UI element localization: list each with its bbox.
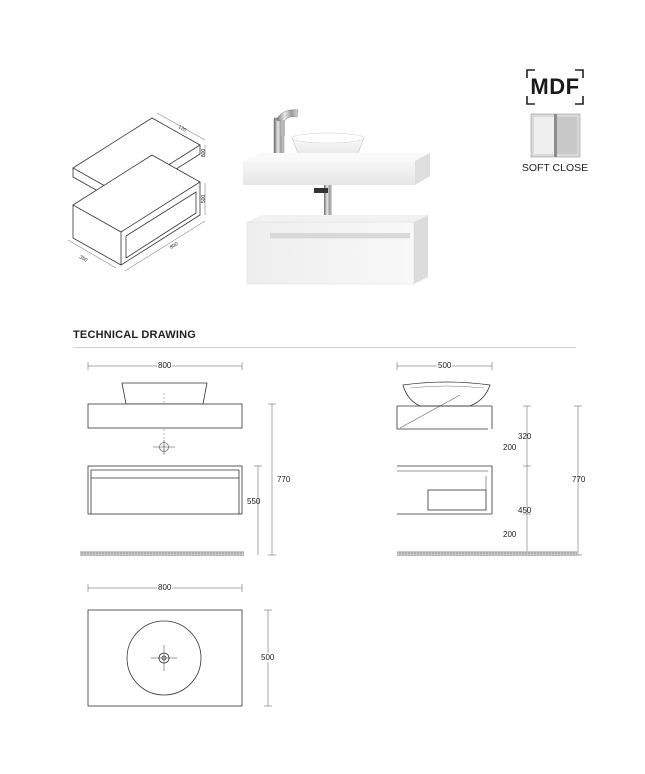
- side-floor-line: [397, 551, 577, 556]
- front-floor-line: [80, 551, 244, 556]
- faucet: [273, 109, 299, 161]
- side-dim-320-label: 320: [518, 432, 532, 441]
- front-countertop: [87, 403, 243, 429]
- isometric-line-drawing: [67, 112, 206, 272]
- front-basin-outline: [121, 382, 208, 405]
- side-depth-label: 500: [437, 361, 453, 370]
- side-basin-outline: [402, 381, 491, 407]
- soft-close-cabinet-icon: [530, 113, 581, 158]
- front-height-dimensions: [254, 403, 276, 556]
- section-title: TECHNICAL DRAWING: [73, 329, 196, 341]
- front-cabinet-height-label: 550: [247, 497, 261, 506]
- top-width-label: 800: [157, 583, 173, 592]
- side-total-height-label: 770: [572, 475, 586, 484]
- mdf-badge-label: MDF: [530, 74, 580, 99]
- top-view: [87, 584, 272, 707]
- side-view: [396, 362, 582, 556]
- top-basin-outline: [126, 620, 202, 696]
- vanity-cabinet: [246, 215, 428, 285]
- countertop-slab: [243, 153, 430, 185]
- side-dim-200a-label: 200: [503, 443, 517, 452]
- side-cabinet: [397, 465, 493, 515]
- iso-dimension-lines: [67, 112, 206, 272]
- front-cabinet: [87, 465, 243, 515]
- mdf-badge-frame: [526, 69, 584, 105]
- iso-label-cab-height: 500: [201, 194, 208, 204]
- section-divider: [73, 347, 576, 348]
- product-render: [243, 109, 430, 285]
- side-dim-450-label: 450: [518, 506, 532, 515]
- drain-pipe: [314, 185, 332, 215]
- front-view: [87, 362, 276, 556]
- side-countertop: [396, 394, 493, 430]
- mdf-badge: MDF: [527, 70, 583, 104]
- top-depth-label: 500: [260, 653, 276, 662]
- side-dim-200b-label: 200: [503, 530, 517, 539]
- front-total-height-label: 770: [277, 475, 291, 484]
- iso-cabinet: [72, 154, 201, 266]
- front-width-label: 800: [157, 361, 173, 370]
- soft-close-label: SOFT CLOSE: [521, 162, 589, 174]
- iso-label-top-height: 800: [201, 148, 208, 158]
- front-drain-symbol: [153, 440, 175, 454]
